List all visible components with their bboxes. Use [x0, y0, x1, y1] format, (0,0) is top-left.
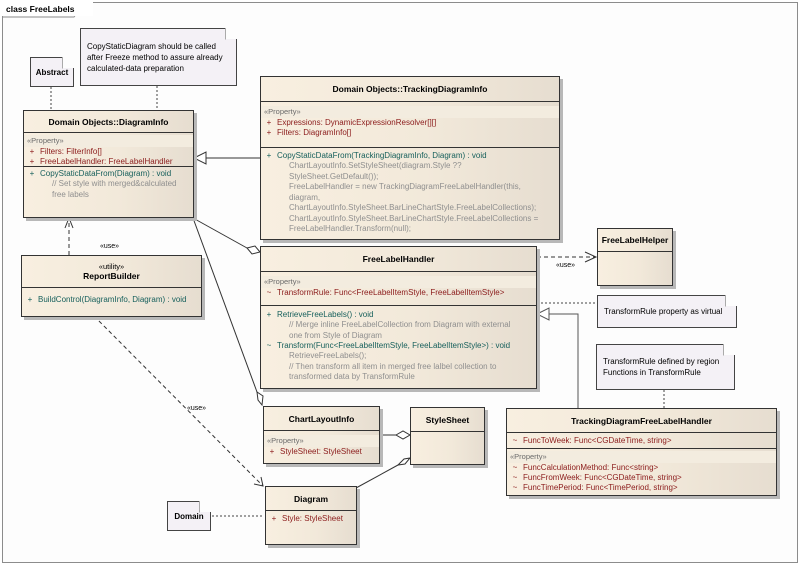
- code-line: one from Style of Diagram: [289, 330, 382, 340]
- property-row: ~FuncCalculationMethod: Func<string>: [512, 463, 659, 472]
- code-line: diagram,: [289, 192, 321, 202]
- class-name: Domain Objects::TrackingDiagramInfo: [261, 77, 559, 102]
- use-label: «use»: [556, 262, 576, 269]
- class-free-label-handler[interactable]: FreeLabelHandler «Property» ~TransformRu…: [260, 246, 537, 389]
- code-line: free labels: [52, 189, 89, 199]
- code-line: FreeLabelHandler = new TrackingDiagramFr…: [289, 182, 521, 191]
- operation-row: ~Transform(Func<FreeLabelItemStyle, Free…: [266, 341, 511, 350]
- code-line: ChartLayoutInfo.StyleSheet.BarLineChartS…: [289, 203, 537, 212]
- note-abstract[interactable]: Abstract: [30, 57, 74, 87]
- code-line: // Merge inline FreeLabelCollection from…: [289, 320, 511, 329]
- stereotype-label: «Property»: [261, 276, 536, 288]
- code-line: // Set style with merged&calculated: [52, 179, 177, 188]
- attribute-row: +Filters: FilterInfo[]: [29, 147, 102, 156]
- note-transform-virtual[interactable]: TransformRule property as virtual: [597, 295, 737, 328]
- stereotype-label: «utility»: [98, 262, 125, 271]
- aggregation-diagram-stylesheet: [355, 464, 399, 489]
- note-domain[interactable]: Domain: [167, 501, 211, 531]
- use-label: «use»: [187, 405, 207, 412]
- generalization-arrowhead: [192, 151, 207, 165]
- attribute-row: ~TransformRule: Func<FreeLabelItemStyle,…: [266, 288, 505, 297]
- use-label: «use»: [100, 243, 120, 250]
- class-chart-layout-info[interactable]: ChartLayoutInfo «Property» +StyleSheet: …: [263, 406, 380, 464]
- code-line: StyleSheet.GetDefault());: [289, 171, 379, 181]
- property-row: ~FuncTimePeriod: Func<TimePeriod, string…: [512, 483, 678, 492]
- class-name: StyleSheet: [411, 408, 484, 432]
- class-name: FreeLabelHandler: [261, 247, 536, 272]
- generalization-trackinghandler: [549, 313, 579, 408]
- class-name: FreeLabelHelper: [598, 229, 672, 252]
- code-line: // Then transform all item in merged fre…: [289, 361, 497, 371]
- class-name: Diagram: [266, 487, 356, 511]
- class-name: ChartLayoutInfo: [264, 407, 379, 431]
- class-style-sheet[interactable]: StyleSheet: [410, 407, 485, 465]
- code-line: FreeLabelHandler.Transform(null);: [289, 224, 411, 233]
- code-line: RetrieveFreeLabels();: [289, 351, 367, 360]
- class-name: ReportBuilder: [83, 271, 140, 281]
- note-transform-defined[interactable]: TransformRule defined by region Function…: [596, 344, 735, 390]
- attribute-row: +StyleSheet: StyleSheet: [269, 447, 362, 456]
- use-reportbuilder-diagram: [93, 315, 264, 487]
- attribute-row: +Expressions: DynamicExpressionResolver[…: [266, 118, 437, 127]
- class-diagram-info[interactable]: Domain Objects::DiagramInfo «Property» +…: [23, 110, 194, 218]
- code-line: transformed data by TransformRule: [289, 372, 415, 381]
- operation-row: +BuildControl(DiagramInfo, Diagram) : vo…: [27, 295, 187, 304]
- code-line: ChartLayoutInfo.StyleSheet.BarLineChartS…: [289, 213, 539, 223]
- aggregation-diagraminfo-chartlayout: [192, 217, 258, 393]
- code-line: ChartLayoutInfo.SetStyleSheet(diagram.St…: [289, 161, 462, 170]
- property-row: ~FuncFromWeek: Func<CGDateTime, string>: [512, 473, 682, 482]
- stereotype-label: «Property»: [507, 451, 776, 463]
- generalization-arrowhead-2: [535, 307, 550, 321]
- stereotype-label: «Property»: [24, 135, 193, 147]
- frame-title: class FreeLabels: [2, 2, 93, 16]
- operation-row: +CopyStaticDataFrom(TrackingDiagramInfo,…: [266, 151, 487, 160]
- note-copy-static[interactable]: CopyStaticDiagram should be called after…: [80, 28, 237, 86]
- stereotype-label: «Property»: [261, 106, 559, 118]
- class-name: TrackingDiagramFreeLabelHandler: [507, 409, 776, 433]
- attribute-row: +Style: StyleSheet: [271, 514, 343, 523]
- attribute-row: ~FuncToWeek: Func<CGDateTime, string>: [512, 436, 672, 445]
- class-report-builder[interactable]: «utility» ReportBuilder +BuildControl(Di…: [21, 255, 202, 317]
- class-tracking-diagram-info[interactable]: Domain Objects::TrackingDiagramInfo «Pro…: [260, 76, 560, 240]
- class-diagram[interactable]: Diagram +Style: StyleSheet: [265, 486, 357, 545]
- aggregation-diagraminfo-handler: [192, 217, 248, 249]
- class-tracking-free-label-handler[interactable]: TrackingDiagramFreeLabelHandler ~FuncToW…: [506, 408, 777, 496]
- operation-row: +RetrieveFreeLabels() : void: [266, 310, 374, 319]
- attribute-row: +FreeLabelHandler: FreeLabelHandler: [29, 157, 173, 166]
- stereotype-label: «Property»: [264, 435, 379, 447]
- operation-row: +CopyStaticDataFrom(Diagram) : void: [29, 169, 172, 178]
- class-name: Domain Objects::DiagramInfo: [24, 111, 193, 133]
- class-free-label-helper[interactable]: FreeLabelHelper: [597, 228, 673, 286]
- attribute-row: +Filters: DiagramInfo[]: [266, 128, 352, 137]
